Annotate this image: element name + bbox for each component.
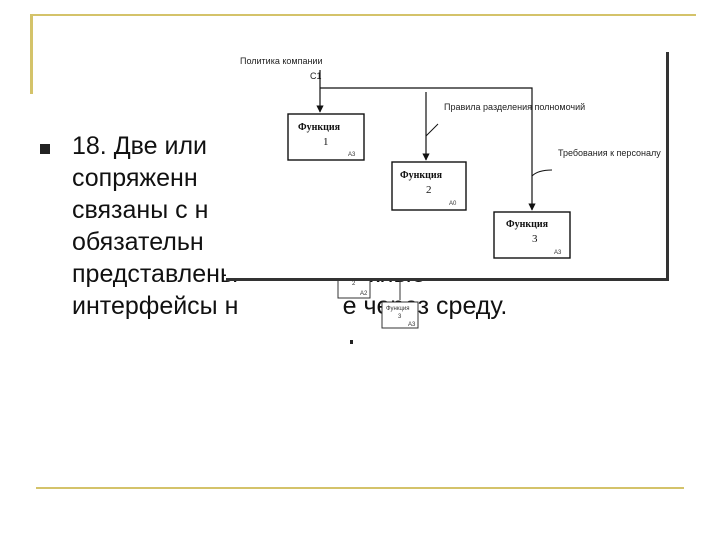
dot-mark — [350, 340, 353, 344]
policy-label: Политика компании — [240, 56, 322, 66]
function-1-code: A3 — [348, 152, 356, 158]
function-3-title: Функция — [506, 219, 549, 230]
function-3-code: A3 — [554, 250, 562, 256]
small-box-b — [381, 301, 419, 329]
function-2-code: A0 — [449, 201, 457, 207]
decor-bottom-line — [36, 487, 684, 489]
function-1-number: 1 — [323, 136, 329, 148]
arrow-to-function-3 — [320, 87, 536, 211]
rules-label: Правила разделения полномочий — [444, 102, 585, 112]
decor-top-line — [30, 14, 696, 16]
requirements-leader — [531, 169, 553, 177]
decor-vertical-line — [30, 14, 33, 94]
small-box-b-number: 3 — [398, 314, 402, 320]
text-line: 18. Две или — [72, 132, 207, 160]
rules-leader — [425, 123, 439, 137]
policy-label-line: Политика компании — [240, 56, 322, 66]
function-3-number: 3 — [532, 233, 538, 245]
bullet-icon — [40, 144, 50, 154]
text-line: обязательн — [72, 228, 204, 256]
small-box-b-code: A3 — [408, 322, 416, 328]
small-box-a-code: A2 — [360, 291, 368, 297]
function-2-title: Функция — [400, 170, 443, 181]
text-line: сопряженн — [72, 164, 198, 192]
function-1-title: Функция — [298, 122, 341, 133]
policy-code-label: C1 — [310, 71, 322, 81]
small-box-b-title: Функция — [386, 306, 410, 312]
small-box-a-number: 2 — [352, 281, 356, 287]
function-2-number: 2 — [426, 184, 432, 196]
idef0-figure: Политика компании C1 Правила разделения … — [226, 52, 669, 281]
text-line: связаны с н — [72, 196, 209, 224]
function-1-box — [287, 113, 365, 161]
function-2-box — [391, 161, 467, 211]
requirements-label: Требования к персоналу — [558, 148, 661, 158]
function-3-box — [493, 211, 571, 259]
